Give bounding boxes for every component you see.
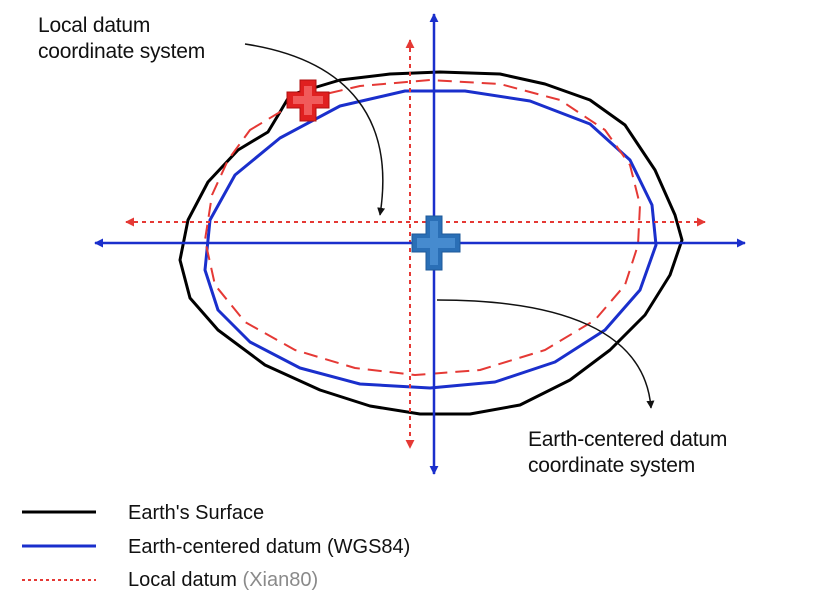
- earth-surface-outline: [178, 70, 684, 416]
- local-datum-label-line2: coordinate system: [38, 40, 205, 63]
- earth-centered-datum-ellipse: [203, 89, 658, 390]
- earth-datum-label-line1: Earth-centered datum: [528, 428, 727, 451]
- earth-leader-line: [436, 299, 655, 409]
- legend-label-surface: Earth's Surface: [128, 502, 264, 524]
- local-origin-plus-icon: [286, 79, 330, 122]
- earth-datum-label-line2: coordinate system: [528, 454, 695, 477]
- legend: Earth's Surface Earth-centered datum (WG…: [22, 502, 410, 591]
- local-datum-ellipse: [204, 79, 641, 376]
- earth-origin-plus-icon: [411, 215, 461, 271]
- legend-label-earth-centered: Earth-centered datum (WGS84): [128, 536, 410, 558]
- local-datum-label-line1: Local datum: [38, 14, 150, 37]
- legend-label-local: Local datum (Xian80): [128, 569, 318, 591]
- local-leader-line: [244, 43, 386, 216]
